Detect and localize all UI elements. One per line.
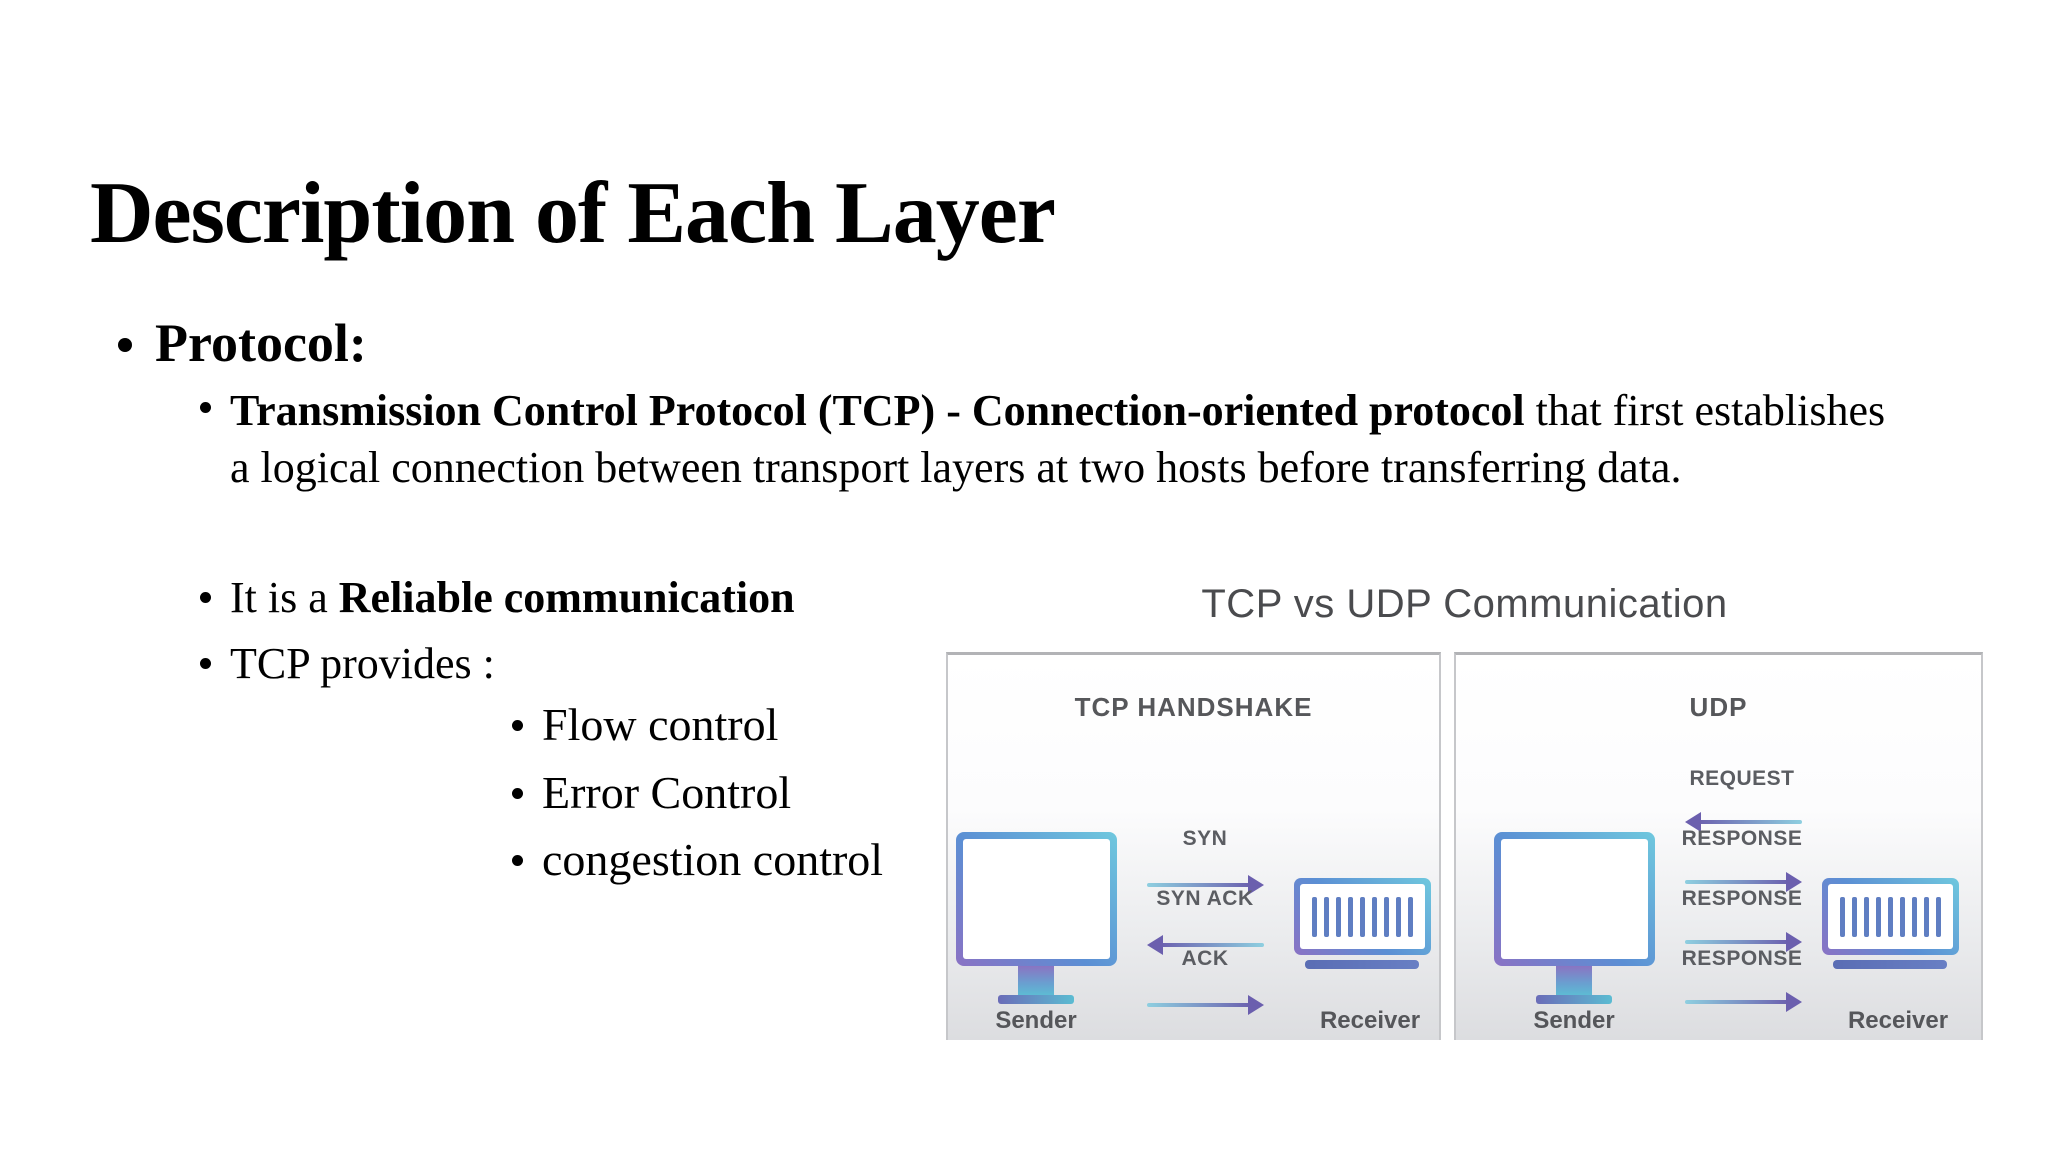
- tcp-panel-heading: TCP HANDSHAKE: [1074, 692, 1313, 722]
- udp-panel-heading: UDP: [1689, 692, 1748, 722]
- sender-monitor-icon: [956, 832, 1117, 966]
- bullet-reliable: It is a Reliable communication: [230, 572, 795, 623]
- bullet-tcp-paragraph: Transmission Control Protocol (TCP) - Co…: [230, 382, 1910, 496]
- ack-label: ACK: [1181, 947, 1229, 970]
- tcp-bold-text: Transmission Control Protocol (TCP) - Co…: [230, 386, 1525, 435]
- monitor-base: [998, 995, 1074, 1004]
- response-label: RESPONSE: [1681, 887, 1803, 910]
- bullet-congestion-control: congestion control: [542, 834, 884, 885]
- diagram-title: TCP vs UDP Communication: [1201, 582, 1728, 626]
- receiver-device-icon: [1294, 878, 1431, 955]
- request-label: REQUEST: [1689, 767, 1795, 790]
- receiver-device-base: [1305, 960, 1419, 969]
- bullet-protocol: Protocol:: [155, 313, 367, 373]
- monitor-base: [1536, 995, 1612, 1004]
- reliable-bold: Reliable communication: [338, 573, 795, 622]
- bullet-error-control: Error Control: [542, 767, 792, 818]
- monitor-stand: [1018, 966, 1054, 997]
- sender-label: Sender: [995, 1007, 1077, 1034]
- sender-monitor-icon: [1494, 832, 1655, 966]
- bullet-icon: [512, 855, 523, 866]
- response-arrow-icon: [1685, 931, 1802, 953]
- monitor-stand: [1556, 966, 1592, 997]
- bullet-flow-control: Flow control: [542, 699, 779, 750]
- syn-ack-label: SYN ACK: [1156, 887, 1254, 910]
- response-arrow-icon: [1685, 871, 1802, 893]
- receiver-label: Receiver: [1319, 1007, 1421, 1034]
- bullet-provides: TCP provides :: [230, 639, 495, 688]
- bullet-icon: [512, 720, 523, 731]
- sender-label: Sender: [1533, 1007, 1615, 1034]
- bullet-icon: [200, 402, 211, 413]
- response-label: RESPONSE: [1681, 947, 1803, 970]
- bullet-icon: [118, 338, 132, 352]
- bullet-icon: [200, 658, 211, 669]
- receiver-device-base: [1833, 960, 1947, 969]
- reliable-prefix: It is a: [230, 573, 339, 622]
- syn-ack-arrow-icon: [1147, 934, 1264, 956]
- syn-label: SYN: [1182, 827, 1228, 850]
- bullet-icon: [200, 592, 211, 603]
- receiver-label: Receiver: [1847, 1007, 1949, 1034]
- page-title: Description of Each Layer: [90, 164, 1056, 262]
- response-arrow-icon: [1685, 991, 1802, 1013]
- tcp-udp-diagram: TCP vs UDP Communication TCP HANDSHAKE S…: [946, 582, 1983, 1044]
- response-label: RESPONSE: [1681, 827, 1803, 850]
- request-arrow-icon: [1685, 811, 1802, 833]
- tcp-panel: TCP HANDSHAKE Sender SYN SYN ACK ACK Rec…: [946, 652, 1441, 1040]
- udp-panel: UDP Sender REQUEST RESPONSE RESPONSE RES…: [1454, 652, 1983, 1040]
- ack-arrow-icon: [1147, 994, 1264, 1016]
- receiver-device-icon: [1822, 878, 1959, 955]
- bullet-icon: [512, 788, 523, 799]
- syn-arrow-icon: [1147, 874, 1264, 896]
- tcp-rest-text: that first establishes a logical connect…: [230, 386, 1886, 492]
